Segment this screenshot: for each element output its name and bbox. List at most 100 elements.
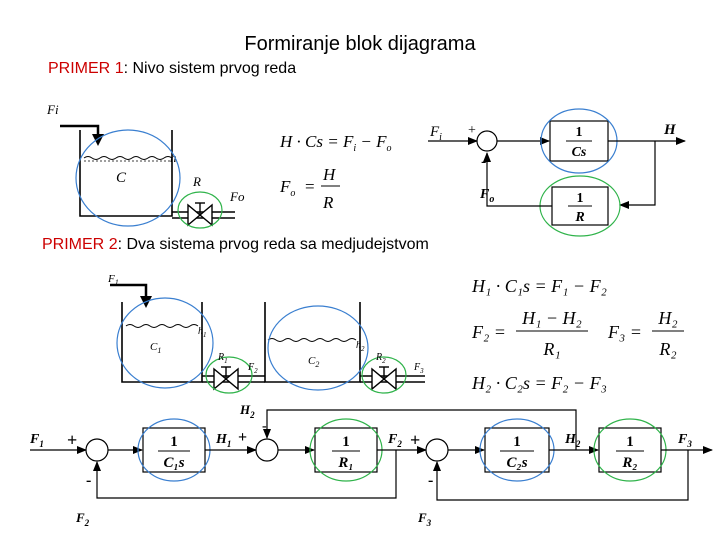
tank-one-capacity-label: C1 — [150, 341, 161, 355]
block1-tf1-denominator: Cs — [572, 145, 587, 160]
example2-equations: H₁ · C₁s = F₁ − F₂ F₂ = H₁ − H₂ R₁ F₃ = … — [471, 276, 684, 393]
block2-b2-numerator: 1 — [342, 434, 350, 450]
example1-eq2-denominator: R — [322, 193, 334, 212]
block2-f1-label: F1 — [29, 432, 44, 449]
block2-tf-r1 — [314, 427, 378, 473]
block2-f3-feedback — [433, 450, 689, 501]
block1-minus-sign: - — [481, 153, 486, 170]
example1-eq2-numerator: H — [322, 165, 337, 184]
tank1-inflow-pipe — [60, 124, 100, 140]
tank1-inflow-label: Fi — [46, 102, 59, 117]
example2-title: : Dva sistema prvog reda sa medjudejstvo… — [117, 236, 429, 253]
block2-h2-feedback — [263, 409, 577, 450]
tank1-resistance-label: R — [192, 174, 201, 189]
block2-b3-numerator: 1 — [513, 434, 521, 450]
block2-sum3-plus: + — [410, 430, 420, 450]
tank-two-liquid-surface — [267, 338, 357, 342]
block1-plus-sign: + — [468, 123, 476, 138]
example1-heading: PRIMER 1: Nivo sistem prvog reda — [48, 60, 296, 78]
block2-b3-denominator: C₂s — [506, 455, 527, 471]
block2-sum2-minus: - — [262, 419, 267, 434]
tank-two-circle — [267, 305, 369, 391]
tank-two-capacity-label: C2 — [308, 355, 319, 369]
tank-one-liquid-surface — [125, 324, 199, 328]
example1-eq1: H · Cs = Fi − Fo — [279, 132, 391, 154]
block2-sum3-minus: - — [428, 472, 433, 489]
example2-number: 2 — [108, 236, 118, 253]
tank-one-circle — [116, 297, 214, 389]
example1-block-diagram: Fi + - 1 Cs H 1 R Fo — [428, 108, 686, 237]
example1-eq2-equals: = — [305, 177, 315, 196]
block2-b1-denominator: C₁s — [163, 455, 184, 471]
tank1-vessel — [79, 130, 173, 217]
block2-sum1-minus: - — [86, 472, 91, 489]
example2-prefix: PRIMER — [42, 236, 105, 253]
block2-f3-bottom-label: F3 — [417, 510, 432, 528]
example2-eq1: H₁ · C₁s = F₁ − F₂ — [471, 276, 607, 296]
example2-eq2-denominator: R₁ — [542, 339, 560, 359]
tank1-level-label: h — [170, 150, 177, 165]
example1-eq2-lhs: Fo — [279, 177, 295, 199]
example2-eq3-numerator: H₂ — [657, 308, 677, 328]
example1-title: : Nivo sistem prvog reda — [123, 60, 297, 77]
block2-f2-feedback — [93, 450, 397, 499]
valve-two-label: R2 — [375, 352, 386, 365]
example1-equations: H · Cs = Fi − Fo Fo = H R — [279, 132, 391, 212]
block2-b4-denominator: R₂ — [621, 455, 637, 471]
block1-summing-junction — [476, 130, 498, 152]
tank1-valve-circle — [177, 191, 223, 229]
block2-h1-label: H1 — [215, 432, 231, 449]
block2-h2-top-label: H2 — [239, 402, 255, 420]
valve-one-label: R1 — [217, 352, 228, 365]
block1-feedback-return — [483, 152, 552, 207]
block1-input-label: Fi — [429, 124, 442, 143]
example2-eq2-lhs: F₂ = — [471, 322, 506, 342]
block2-f2-label: F2 — [387, 432, 402, 449]
example1-number: 1 — [114, 60, 124, 77]
block2-f2-bottom-label: F2 — [75, 510, 90, 528]
tanks2-inflow-pipe — [110, 283, 148, 302]
block2-b1-numerator: 1 — [170, 434, 178, 450]
block2-sum3 — [425, 438, 449, 462]
tank-one-level-label: h1 — [198, 326, 207, 339]
block2-sum2 — [255, 438, 279, 462]
example2-eq4: H₂ · C₂s = F₂ − F₃ — [471, 373, 607, 393]
example2-eq3-denominator: R₂ — [658, 339, 676, 359]
tank-one-vessel — [121, 302, 203, 383]
tank-two-vessel — [264, 302, 361, 383]
example1-tank-diagram: Fi h C R Fo — [46, 102, 245, 229]
example2-block-diagram: F1 + - 1 C₁s H1 + - H2 1 R₁ F2 + - 1 C₂s — [29, 402, 713, 528]
tank1-outflow-label: Fo — [229, 189, 245, 204]
block1-feedback-label: Fo — [479, 187, 494, 205]
example2-heading: PRIMER 2: Dva sistema prvog reda sa medj… — [42, 236, 429, 254]
block2-h2-label: H2 — [564, 432, 581, 449]
tank1-capacity-label: C — [116, 170, 127, 186]
block2-f3-label: F3 — [677, 432, 692, 449]
example2-eq3-lhs: F₃ = — [607, 322, 642, 342]
example2-eq2-numerator: H₁ − H₂ — [521, 308, 582, 328]
block1-feedback-path — [619, 141, 656, 209]
block2-sum1-plus: + — [67, 430, 77, 450]
block2-b2-denominator: R₁ — [337, 455, 353, 471]
flow-three-label: F3 — [413, 362, 424, 375]
example1-prefix: PRIMER — [48, 60, 111, 77]
block2-tf-c2 — [484, 427, 550, 473]
block1-output-label: H — [663, 122, 677, 138]
flow-two-label: F2 — [247, 362, 258, 375]
block1-tf2-numerator: 1 — [577, 191, 584, 206]
block2-sum2-plus: + — [238, 429, 247, 446]
valve-two-circle — [361, 356, 407, 394]
tank-two-level-label: h2 — [356, 340, 365, 353]
block2-tf-r2 — [598, 427, 662, 473]
block2-sum1 — [85, 438, 109, 462]
block1-tf2-denominator: R — [574, 210, 584, 225]
tank1-liquid-surface — [83, 156, 173, 160]
page-title: Formiranje blok dijagrama — [244, 33, 476, 55]
tank1-capacity-circle — [75, 129, 181, 227]
block1-tf1-numerator: 1 — [576, 125, 583, 140]
block2-b4-numerator: 1 — [626, 434, 634, 450]
tanks2-inflow-label: F1 — [107, 273, 119, 287]
example2-tank-diagram: F1 h1 C1 R1 F2 h2 C2 R2 F3 — [107, 273, 425, 394]
valve-one-circle — [205, 356, 253, 394]
